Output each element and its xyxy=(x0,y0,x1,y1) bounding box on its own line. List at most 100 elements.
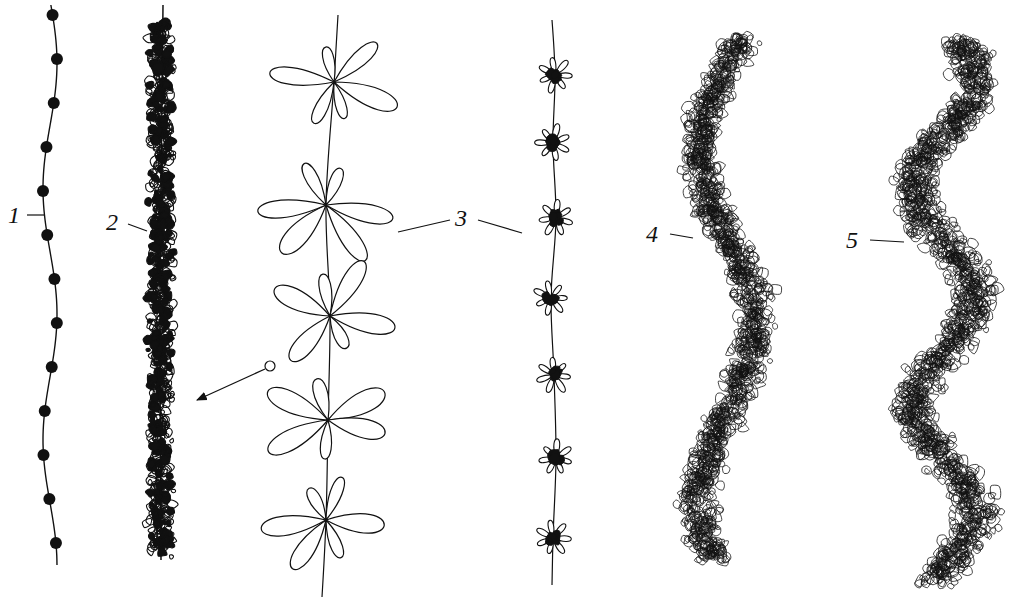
knop-loop xyxy=(158,444,163,450)
knop-loop xyxy=(167,507,175,514)
centre-knot xyxy=(548,532,558,541)
knop-loop xyxy=(147,320,156,329)
pile-loop xyxy=(683,173,691,181)
knop-loop xyxy=(162,370,173,383)
petal-loop xyxy=(330,316,349,349)
bead xyxy=(41,229,53,241)
knop-loop xyxy=(152,428,157,434)
knop-loop xyxy=(171,532,174,536)
knop-loop xyxy=(157,433,160,437)
knop-loop xyxy=(152,44,162,55)
knop-loop xyxy=(150,394,158,402)
knop-loop xyxy=(154,208,163,215)
pile-loop xyxy=(700,215,712,225)
knop-loop xyxy=(163,306,173,314)
knop-loop xyxy=(148,171,153,177)
petal-loop xyxy=(261,516,326,537)
knop-loop xyxy=(146,183,155,192)
knop-loop xyxy=(159,397,165,404)
pile-loop xyxy=(716,505,723,512)
knop-loop xyxy=(160,484,167,494)
petal-loop xyxy=(326,477,344,520)
knop-loop xyxy=(167,105,173,111)
petal-loop xyxy=(328,418,385,439)
knop-loop xyxy=(169,397,174,402)
knop-loop xyxy=(158,547,167,556)
knop-loop xyxy=(158,234,164,240)
knop-loop xyxy=(158,145,167,153)
small-loop-flower-yarn xyxy=(534,20,572,585)
knop-loop xyxy=(170,438,174,443)
pile-loop xyxy=(701,415,707,421)
bead xyxy=(43,493,55,505)
bead-yarn xyxy=(37,5,63,565)
centre-knot xyxy=(549,534,556,540)
pile-loop xyxy=(768,314,775,322)
knop-loop xyxy=(145,50,153,57)
knop-loop xyxy=(160,117,168,122)
knop-loop xyxy=(167,250,175,256)
bead xyxy=(51,317,63,329)
pile-loop xyxy=(703,224,710,231)
knop-loop xyxy=(162,386,169,393)
pile-loop xyxy=(757,41,761,46)
knop-loop xyxy=(151,244,160,253)
petal-loop xyxy=(313,379,329,420)
petal-loop xyxy=(302,163,326,205)
knop-loop xyxy=(148,99,156,109)
knop-loop xyxy=(153,510,160,518)
knop-loop xyxy=(153,466,157,471)
knop-loop xyxy=(167,335,171,339)
knop-loop xyxy=(146,85,157,95)
bead xyxy=(51,53,63,65)
knop-loop xyxy=(161,38,166,44)
knop-loop xyxy=(154,200,158,203)
petal-loop xyxy=(334,82,397,111)
knop-loop xyxy=(146,348,150,351)
knop-loop xyxy=(165,65,175,77)
knop-loop xyxy=(165,446,172,454)
pile-loop xyxy=(710,524,716,530)
petal-loop xyxy=(328,388,385,420)
knop-loop xyxy=(161,539,165,543)
core-thread xyxy=(43,5,57,565)
knop-loop xyxy=(148,269,154,277)
knop-loop xyxy=(171,391,175,396)
knop-loop xyxy=(156,369,161,376)
knop-loop xyxy=(154,190,162,199)
bead xyxy=(37,449,49,461)
pile-loop xyxy=(764,306,773,316)
knop-loop xyxy=(166,358,171,365)
knop-yarn xyxy=(142,5,178,560)
knop-loop xyxy=(160,208,170,217)
knop-loop xyxy=(163,151,171,160)
knop-loop xyxy=(162,328,169,335)
knop-loop xyxy=(161,298,169,305)
bead xyxy=(47,9,59,21)
knop-loop xyxy=(152,355,158,361)
knop-loop xyxy=(158,533,162,537)
knop-loop xyxy=(147,112,157,121)
petal-loop xyxy=(326,520,343,558)
petal-loop xyxy=(320,420,331,459)
centre-knot xyxy=(549,213,557,221)
pile-loop xyxy=(724,269,729,275)
knop-loop xyxy=(148,130,155,140)
bead xyxy=(37,185,49,197)
pile-loop xyxy=(773,323,778,329)
knop-loop xyxy=(145,489,153,497)
petal-loop xyxy=(334,42,378,82)
knop-loop xyxy=(156,25,166,36)
knop-loop xyxy=(161,410,164,414)
knop-loop xyxy=(148,411,156,419)
knop-loop xyxy=(148,56,156,63)
knop-loop xyxy=(167,349,175,356)
knop-loop xyxy=(161,21,167,27)
petal-loop xyxy=(319,274,332,316)
knop-loop xyxy=(156,315,164,327)
knop-loop xyxy=(163,93,167,97)
petal-loop xyxy=(312,82,334,124)
bead xyxy=(46,361,58,373)
